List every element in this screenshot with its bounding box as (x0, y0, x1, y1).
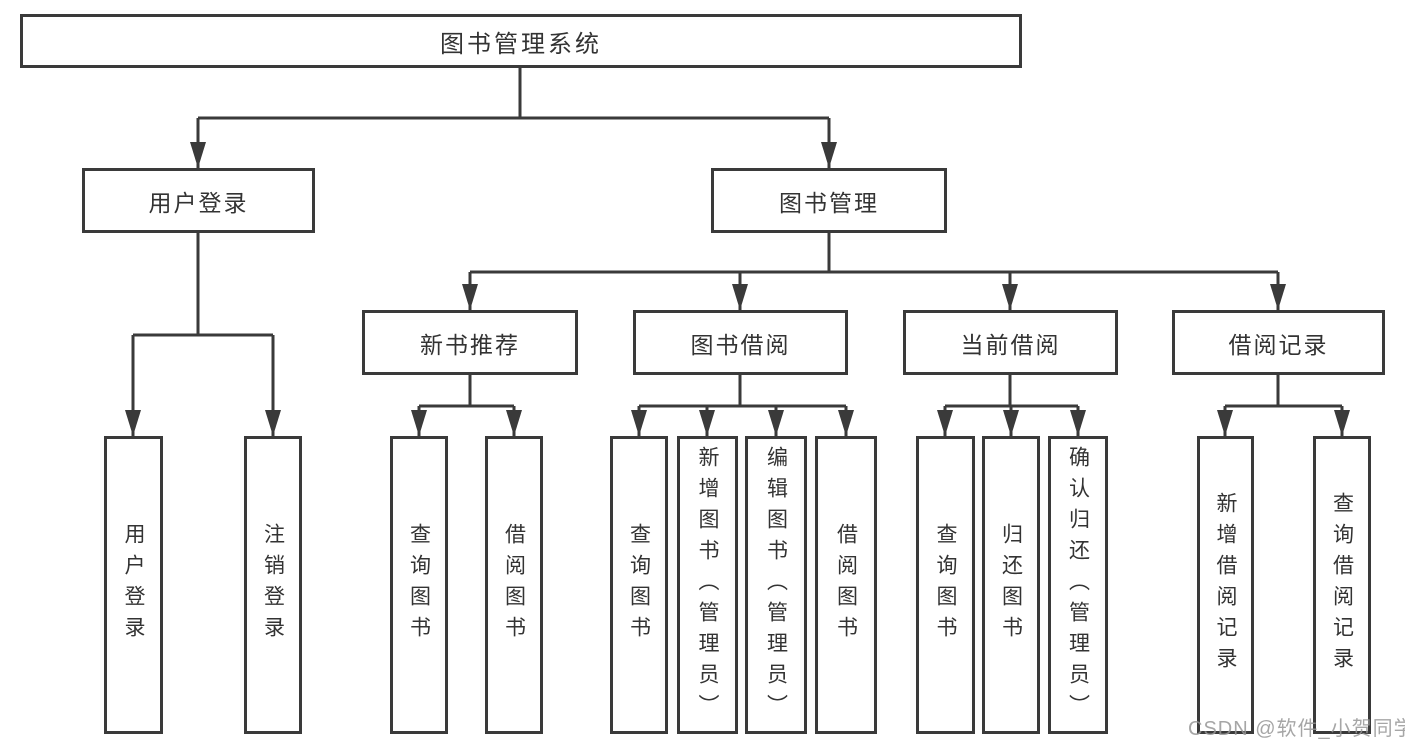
arrowhead (506, 410, 522, 436)
node-borrow-records: 借阅记录 (1172, 310, 1385, 375)
node-label: 新书推荐 (420, 331, 520, 358)
arrowhead (699, 410, 715, 436)
arrowhead (411, 410, 427, 436)
node-label: 查询图书 (407, 523, 431, 647)
leaf-logout: 注销登录 (244, 436, 302, 734)
edges-borrow-records (1223, 375, 1344, 436)
leaf-return-books: 归还图书 (982, 436, 1040, 734)
connector-line (1223, 375, 1344, 436)
csdn-watermark: CSDN @软件_小贺同学 (1188, 718, 1405, 740)
edges-book-management (468, 233, 1280, 310)
node-current-borrow: 当前借阅 (903, 310, 1118, 375)
node-label: 当前借阅 (960, 331, 1061, 358)
node-book-management: 图书管理 (711, 168, 947, 233)
node-user-login: 用户登录 (82, 168, 315, 233)
node-label: 归还图书 (999, 523, 1023, 647)
arrowhead (821, 142, 837, 168)
connector-line (468, 233, 1280, 310)
leaf-user-login: 用户登录 (104, 436, 163, 734)
leaf-add-borrow-record: 新增借阅记录 (1197, 436, 1254, 734)
node-new-book-recommend: 新书推荐 (362, 310, 578, 375)
arrowhead (265, 410, 281, 436)
arrowhead (1217, 410, 1233, 436)
edges-root (196, 68, 831, 168)
leaf-recommend-borrow-books: 借阅图书 (485, 436, 543, 734)
node-label: 新增借阅记录 (1214, 492, 1237, 678)
node-label: 查询图书 (934, 523, 957, 647)
leaf-query-borrow-record: 查询借阅记录 (1313, 436, 1371, 734)
arrowhead (838, 410, 854, 436)
node-label: 借阅记录 (1228, 331, 1329, 358)
arrowhead (1003, 410, 1019, 436)
leaf-confirm-return-admin: 确认归还（管理员） (1048, 436, 1108, 734)
arrowhead (1334, 410, 1350, 436)
node-label: 用户登录 (122, 523, 145, 647)
node-label: 图书管理 (779, 189, 879, 216)
node-label: 注销登录 (261, 523, 285, 647)
connector-line (196, 68, 831, 168)
connector-line (131, 233, 275, 436)
connector-line (417, 375, 516, 436)
connector-line (943, 375, 1080, 436)
leaf-borrow-query-books: 查询图书 (610, 436, 668, 734)
node-label: 新增图书（管理员） (696, 445, 719, 725)
node-label: 编辑图书（管理员） (764, 445, 788, 725)
edges-user-login (131, 233, 275, 436)
leaf-current-query-books: 查询图书 (916, 436, 975, 734)
arrowhead (937, 410, 953, 436)
edges-book-borrow (637, 375, 848, 436)
node-label: 图书借阅 (690, 331, 791, 358)
arrowhead (1002, 284, 1018, 310)
edges-new-book-recommend (417, 375, 516, 436)
node-label: 借阅图书 (502, 523, 526, 647)
arrowhead (768, 410, 784, 436)
arrowhead (1070, 410, 1086, 436)
arrowhead (190, 142, 206, 168)
leaf-recommend-query-books: 查询图书 (390, 436, 448, 734)
arrowhead (732, 284, 748, 310)
node-label: 查询借阅记录 (1330, 492, 1354, 678)
arrowhead (125, 410, 141, 436)
edges-current-borrow (943, 375, 1080, 436)
node-book-borrow: 图书借阅 (633, 310, 848, 375)
node-label: 确认归还（管理员） (1066, 445, 1090, 725)
arrowhead (462, 284, 478, 310)
arrowhead (1270, 284, 1286, 310)
node-label: 用户登录 (148, 189, 249, 216)
arrowhead (631, 410, 647, 436)
node-root: 图书管理系统 (20, 14, 1022, 68)
node-label: 查询图书 (627, 523, 651, 647)
leaf-add-books-admin: 新增图书（管理员） (677, 436, 738, 734)
leaf-edit-books-admin: 编辑图书（管理员） (745, 436, 807, 734)
leaf-borrow-books: 借阅图书 (815, 436, 877, 734)
node-label: 借阅图书 (834, 523, 858, 647)
connector-line (637, 375, 848, 436)
node-label: 图书管理系统 (440, 30, 602, 58)
